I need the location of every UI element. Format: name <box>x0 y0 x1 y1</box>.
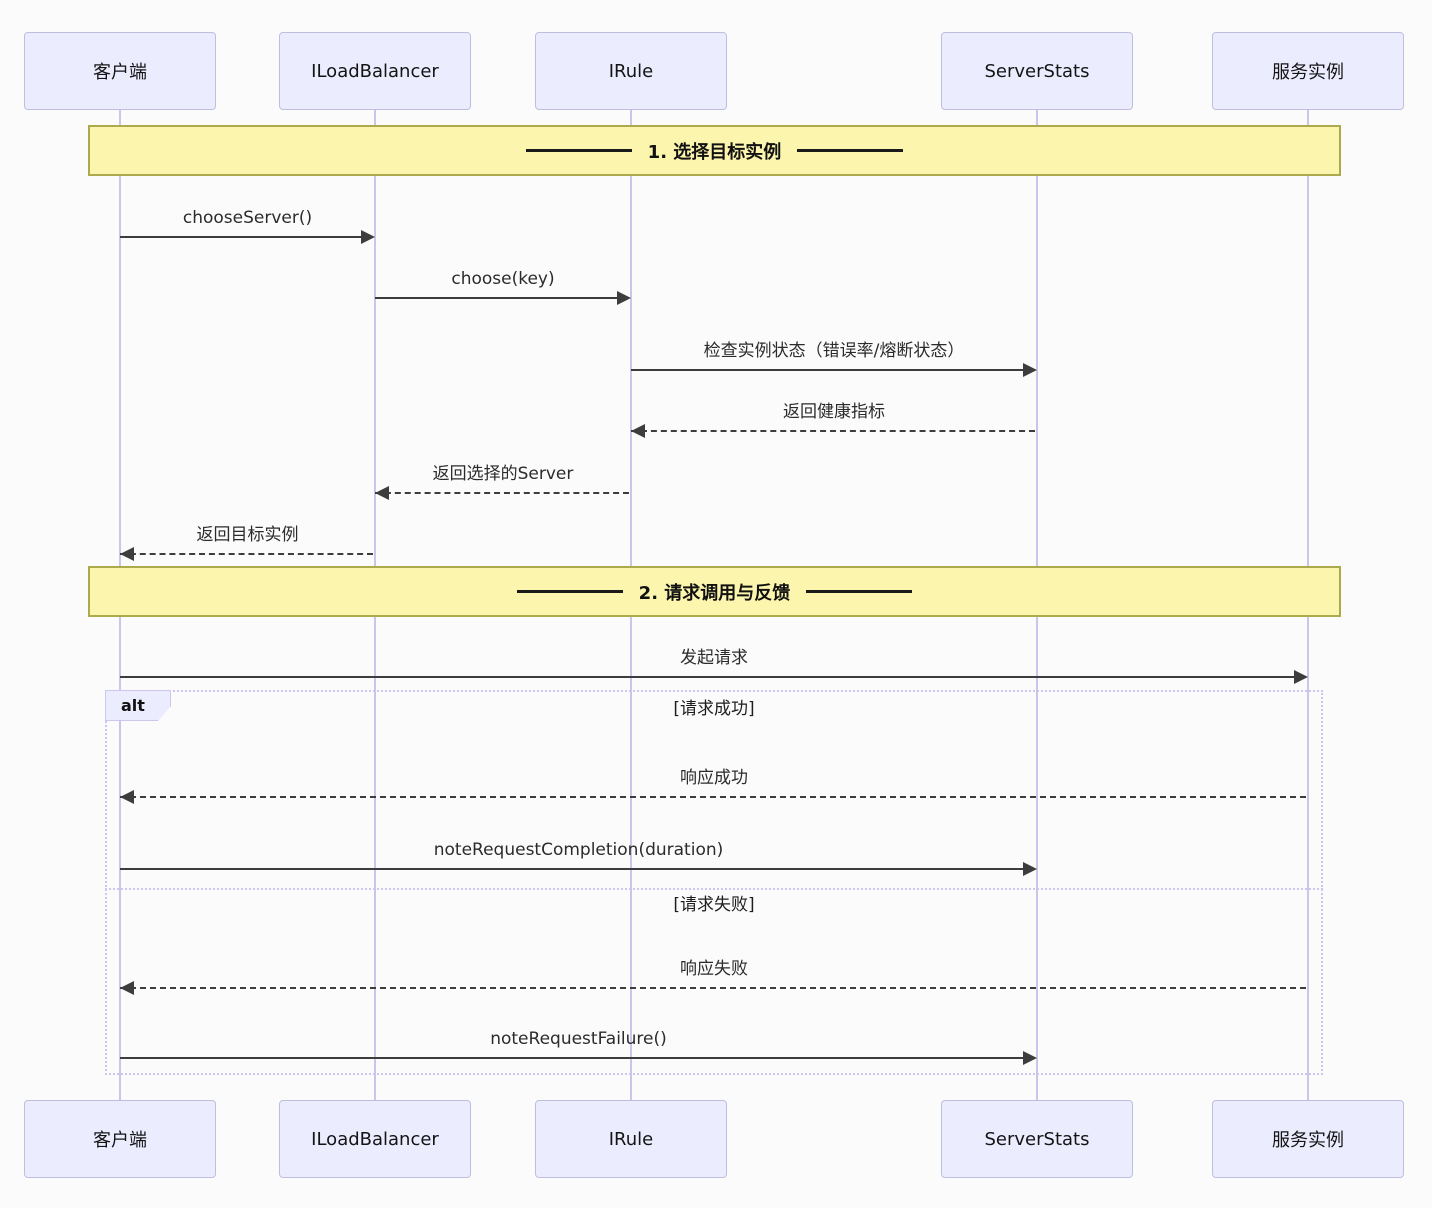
message-arrowhead-7 <box>120 790 134 804</box>
message-label-7: 响应成功 <box>680 768 748 788</box>
alt-case-success-label: [请求成功] <box>673 699 755 719</box>
divider-line-right <box>806 590 913 593</box>
message-line-8 <box>120 868 1035 870</box>
alt-operator-label: alt <box>105 690 171 721</box>
participant-top-serverstats: ServerStats <box>941 32 1133 110</box>
participant-top-irule: IRule <box>535 32 727 110</box>
message-label-9: 响应失败 <box>680 959 748 979</box>
message-line-1 <box>375 297 629 299</box>
alt-frame <box>105 690 1323 1075</box>
message-arrowhead-2 <box>1023 363 1037 377</box>
alt-else-divider <box>105 888 1323 890</box>
message-label-5: 返回目标实例 <box>196 525 299 545</box>
message-label-10: noteRequestFailure() <box>490 1029 667 1049</box>
message-line-0 <box>120 236 373 238</box>
participant-top-client: 客户端 <box>24 32 216 110</box>
message-arrowhead-3 <box>631 424 645 438</box>
message-label-0: chooseServer() <box>182 208 313 228</box>
message-arrowhead-6 <box>1294 670 1308 684</box>
divider-line-left <box>525 149 632 152</box>
message-line-7 <box>120 796 1306 798</box>
message-label-4: 返回选择的Server <box>432 464 574 484</box>
message-line-6 <box>120 676 1306 678</box>
section-divider-1: 1. 选择目标实例 <box>88 125 1341 176</box>
participant-bottom-serverstats: ServerStats <box>941 1100 1133 1178</box>
message-label-6: 发起请求 <box>680 648 748 668</box>
participant-bottom-iloadbalancer: ILoadBalancer <box>279 1100 471 1178</box>
divider-line-left <box>516 590 623 593</box>
message-arrowhead-5 <box>120 547 134 561</box>
message-arrowhead-8 <box>1023 862 1037 876</box>
message-line-3 <box>631 430 1035 432</box>
message-arrowhead-10 <box>1023 1051 1037 1065</box>
message-line-4 <box>375 492 629 494</box>
message-line-9 <box>120 987 1306 989</box>
message-line-5 <box>120 553 373 555</box>
divider-label: 1. 选择目标实例 <box>647 141 782 163</box>
divider-line-right <box>797 149 904 152</box>
message-arrowhead-4 <box>375 486 389 500</box>
participant-bottom-client: 客户端 <box>24 1100 216 1178</box>
divider-label: 2. 请求调用与反馈 <box>638 582 791 604</box>
message-label-8: noteRequestCompletion(duration) <box>433 840 724 860</box>
message-arrowhead-1 <box>617 291 631 305</box>
message-line-2 <box>631 369 1035 371</box>
alt-case-failure-label: [请求失败] <box>673 895 755 915</box>
message-label-2: 检查实例状态（错误率/熔断状态） <box>703 341 965 361</box>
section-divider-2: 2. 请求调用与反馈 <box>88 566 1341 617</box>
message-arrowhead-9 <box>120 981 134 995</box>
message-line-10 <box>120 1057 1035 1059</box>
message-arrowhead-0 <box>361 230 375 244</box>
message-label-3: 返回健康指标 <box>783 402 885 422</box>
participant-bottom-irule: IRule <box>535 1100 727 1178</box>
participant-bottom-service-instance: 服务实例 <box>1212 1100 1404 1178</box>
participant-top-iloadbalancer: ILoadBalancer <box>279 32 471 110</box>
participant-top-service-instance: 服务实例 <box>1212 32 1404 110</box>
message-label-1: choose(key) <box>451 269 555 289</box>
